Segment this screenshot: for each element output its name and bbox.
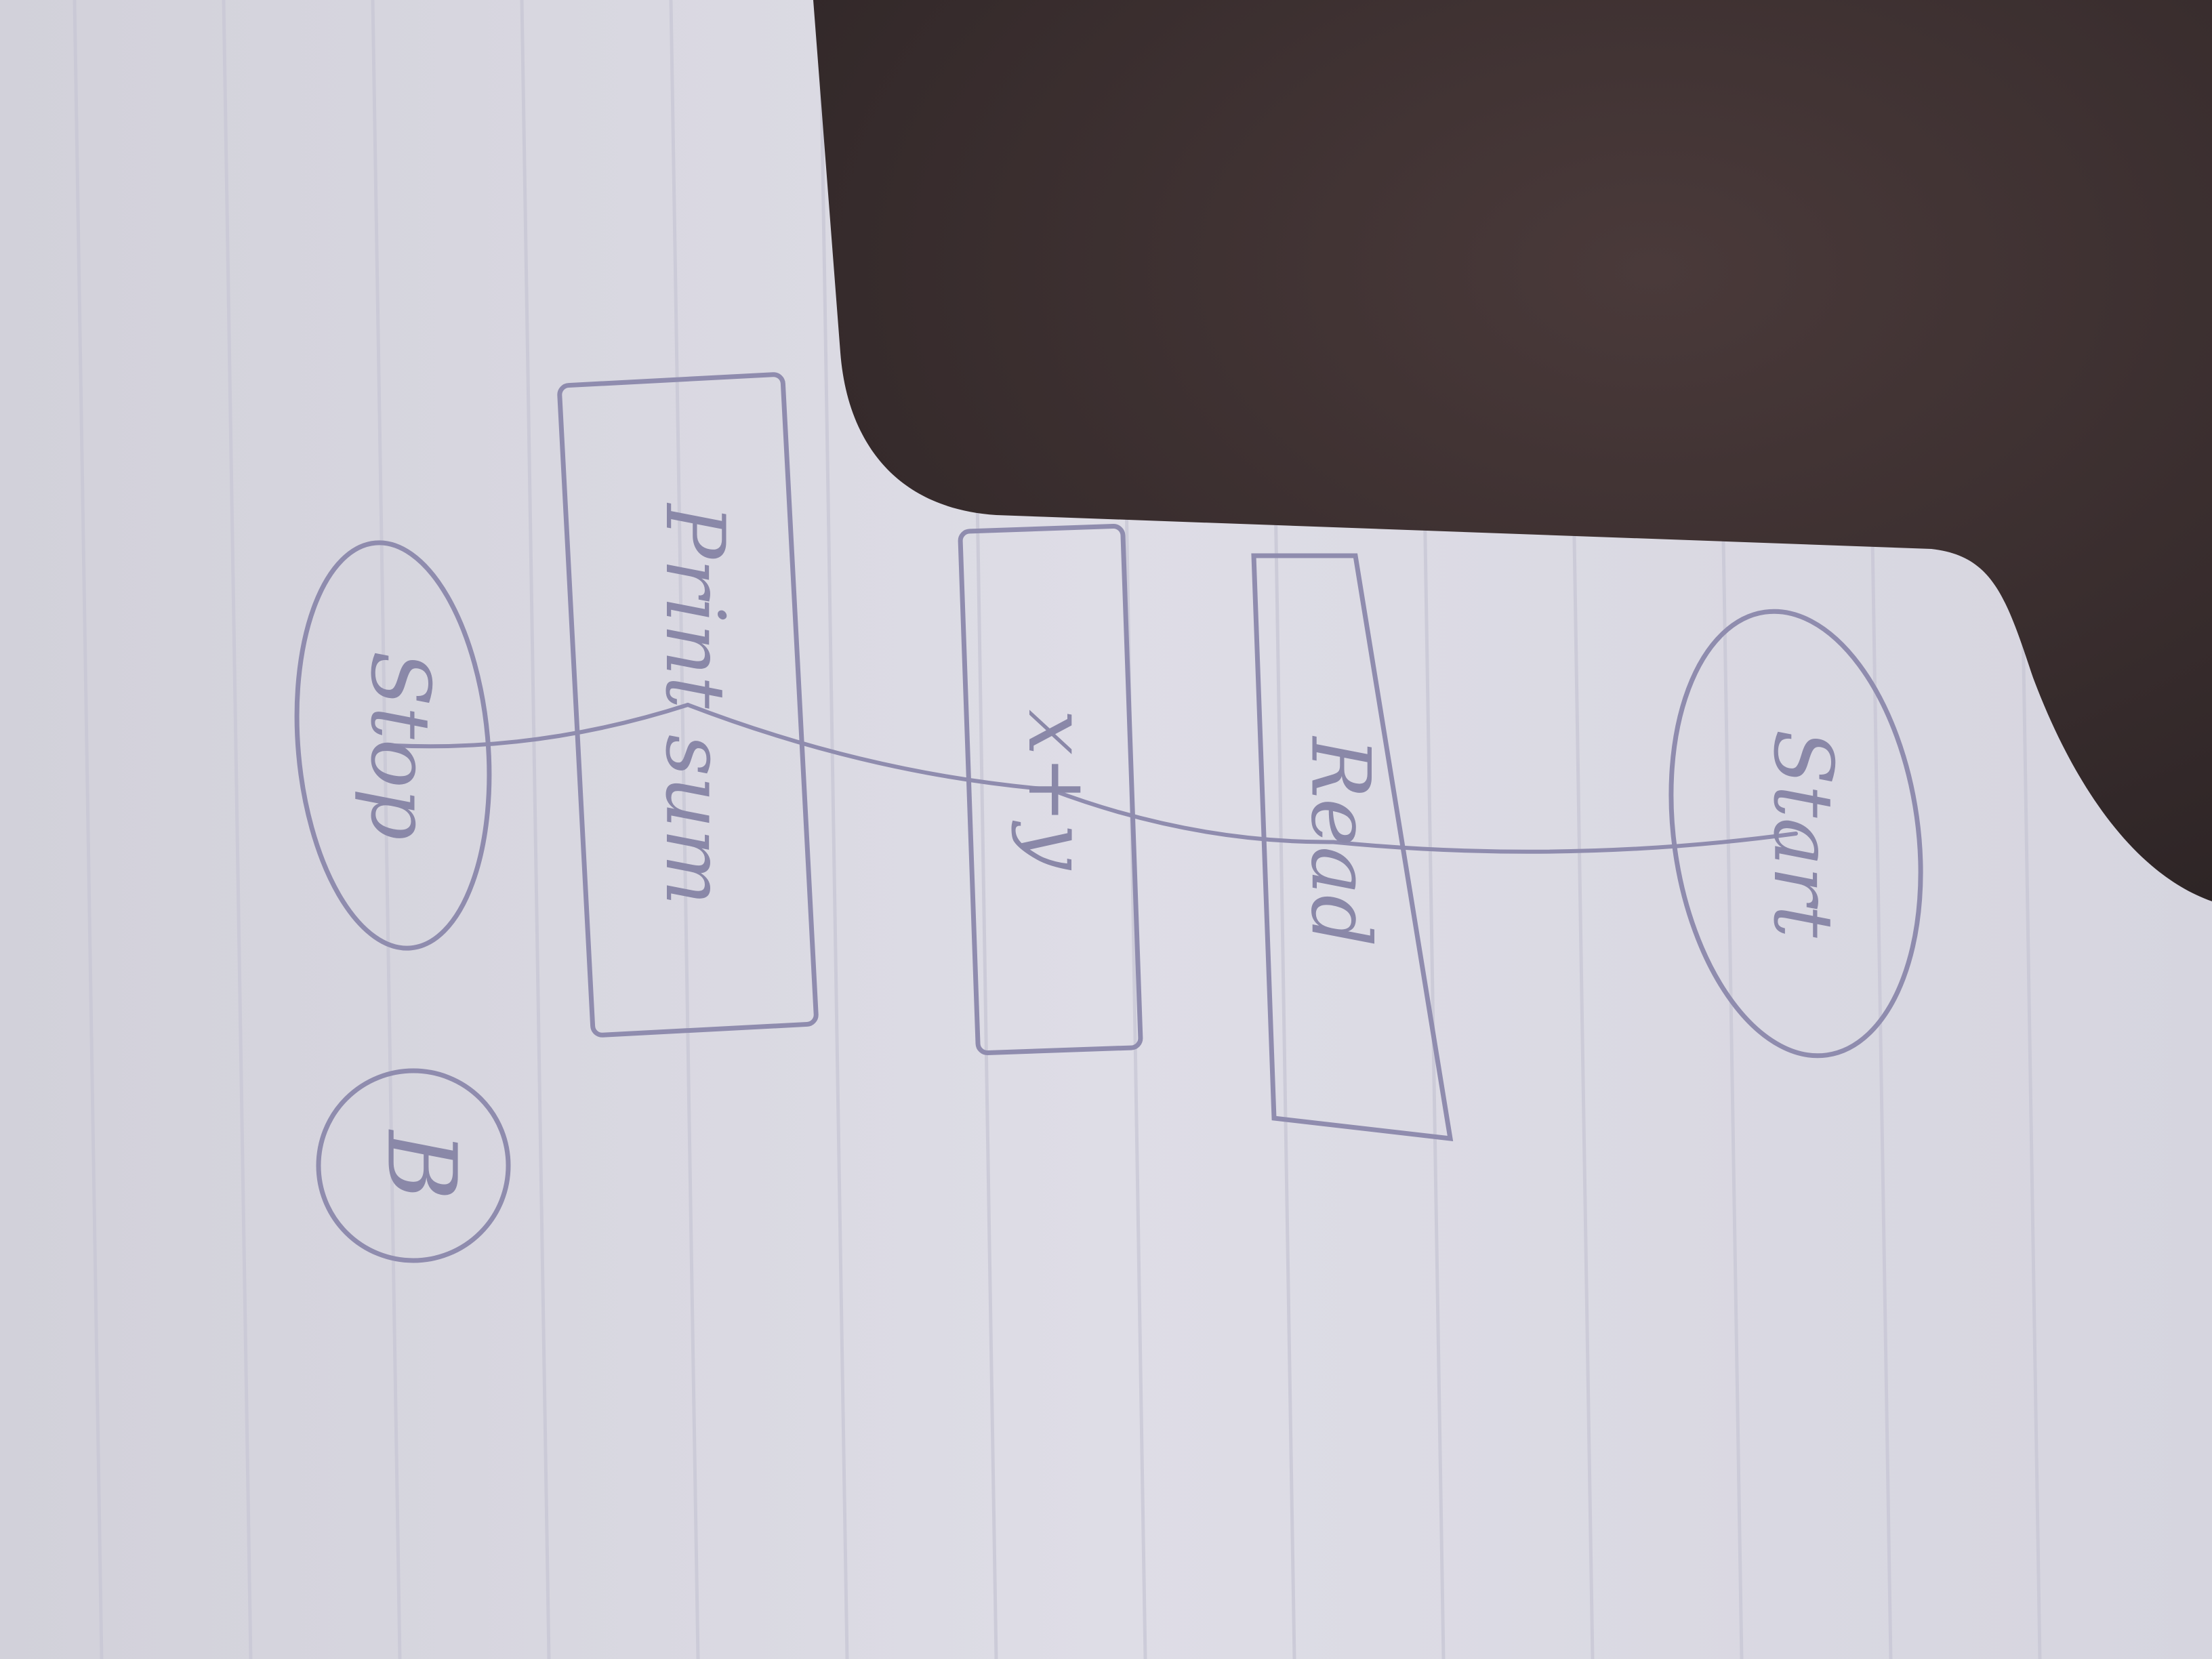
label-process2: Print sum <box>647 503 741 906</box>
node-process2 <box>557 372 819 1038</box>
node-end <box>294 540 492 951</box>
label-input: Read <box>1292 736 1387 947</box>
flowchart-nodes <box>294 372 1923 1263</box>
rule-line <box>222 0 253 1659</box>
rule-line <box>371 0 402 1659</box>
node-start <box>1668 609 1923 1059</box>
label-process1: x+y <box>1010 710 1104 871</box>
rule-line <box>669 0 700 1659</box>
edge-input-process1 <box>1048 787 1336 844</box>
node-process1 <box>958 524 1143 1055</box>
dark-object <box>813 0 2212 901</box>
flowchart-edges <box>391 703 1798 854</box>
edge-process1-process2 <box>686 703 1052 792</box>
node-connector <box>316 1068 511 1263</box>
rule-line <box>73 0 104 1659</box>
edge-start-input <box>1331 832 1798 854</box>
node-input <box>1251 553 1454 1142</box>
label-start: Start <box>1755 729 1849 938</box>
edge-process2-end <box>391 703 690 749</box>
label-connector: B <box>366 1129 476 1201</box>
rule-line <box>818 0 849 1659</box>
rule-line <box>520 0 551 1659</box>
label-end: Stop <box>352 651 447 840</box>
